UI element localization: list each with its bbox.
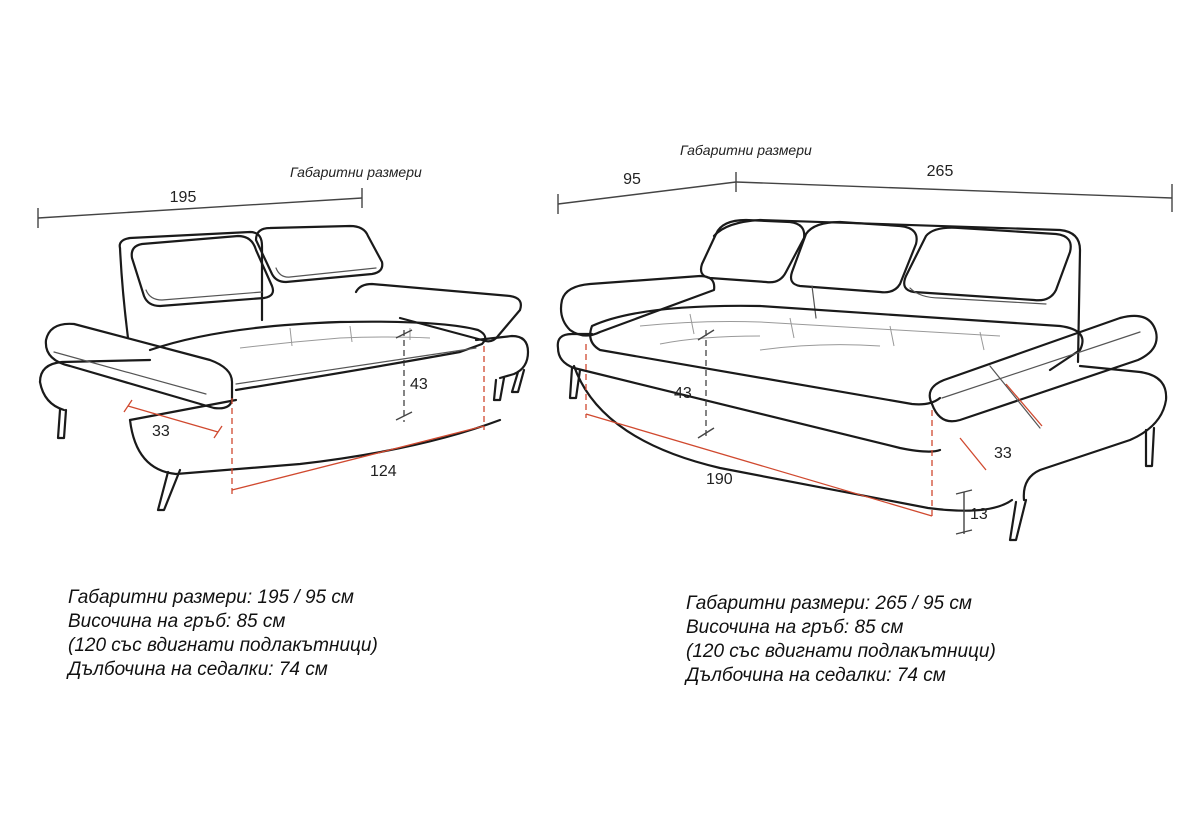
left-seat-width-dimension: 124	[231, 346, 485, 494]
right-leg-1	[568, 366, 582, 400]
left-base	[38, 334, 530, 384]
right-sofa: 95 265 Габаритни размери	[556, 142, 1173, 542]
right-seat-width-label: 190	[706, 471, 733, 488]
right-headrest-2	[789, 220, 918, 294]
right-leg-height-label: 13	[970, 506, 988, 523]
left-width-label: 195	[170, 189, 197, 206]
right-headrest-1	[699, 218, 806, 284]
left-armrest-dimension: 33	[123, 399, 223, 440]
left-leg-3	[492, 376, 506, 402]
right-spec-block: Габаритни размери: 265 / 95 см Височина …	[686, 592, 996, 688]
left-back-frame	[118, 230, 264, 322]
left-spec-raised-armrests: (120 със вдигнати подлакътници)	[68, 635, 378, 656]
left-seat-height-label: 43	[410, 376, 428, 393]
left-caption: Габаритни размери	[290, 164, 422, 180]
right-headrest-3	[903, 226, 1072, 302]
left-leg-1	[56, 408, 68, 440]
left-spec-block: Габаритни размери: 195 / 95 см Височина …	[68, 586, 378, 682]
right-spec-raised-armrests: (120 със вдигнати подлакътници)	[686, 641, 996, 662]
right-seat-width-dimension: 190	[585, 344, 933, 520]
left-seat-height-dimension: 43	[395, 329, 428, 422]
right-armrest-dimension: 33	[959, 383, 1043, 471]
left-leg-4	[510, 368, 526, 394]
right-armrest-label: 33	[994, 445, 1012, 462]
right-far-armrest	[559, 274, 716, 337]
right-seat-height-label: 43	[674, 385, 692, 402]
right-spec-seat-depth: Дълбочина на седалки: 74 см	[686, 665, 946, 686]
right-back-frame	[712, 218, 1082, 364]
right-leg-3	[1144, 426, 1156, 468]
left-seat-cushion	[148, 320, 487, 392]
left-headrest-1	[130, 234, 275, 308]
right-width-dimension: 265	[735, 163, 1173, 212]
left-width-dimension: 195	[37, 188, 363, 228]
right-depth-dimension: 95	[557, 171, 737, 214]
right-leg-height-dimension: 13	[955, 489, 988, 535]
right-seat-cushion	[589, 304, 1084, 406]
right-caption: Габаритни размери	[680, 142, 812, 158]
left-front-armrest	[44, 322, 234, 410]
right-depth-label: 95	[623, 171, 641, 188]
right-width-label: 265	[927, 163, 954, 180]
left-sofa: 195 Габаритни размери	[37, 164, 530, 512]
left-leg-2	[156, 468, 182, 512]
left-armrest-label: 33	[152, 423, 170, 440]
right-spec-dimensions: Габаритни размери: 265 / 95 см	[686, 593, 972, 614]
left-far-armrest	[354, 282, 522, 343]
right-leg-2	[1008, 498, 1028, 542]
right-front-armrest	[928, 314, 1158, 423]
left-headrest-2	[254, 224, 384, 284]
left-spec-back-height: Височина на гръб: 85 см	[68, 611, 286, 632]
left-spec-seat-depth: Дълбочина на седалки: 74 см	[68, 659, 328, 680]
right-spec-back-height: Височина на гръб: 85 см	[686, 617, 904, 638]
left-spec-dimensions: Габаритни размери: 195 / 95 см	[68, 587, 354, 608]
left-seat-width-label: 124	[370, 463, 397, 480]
right-seat-height-dimension: 43	[674, 329, 715, 440]
